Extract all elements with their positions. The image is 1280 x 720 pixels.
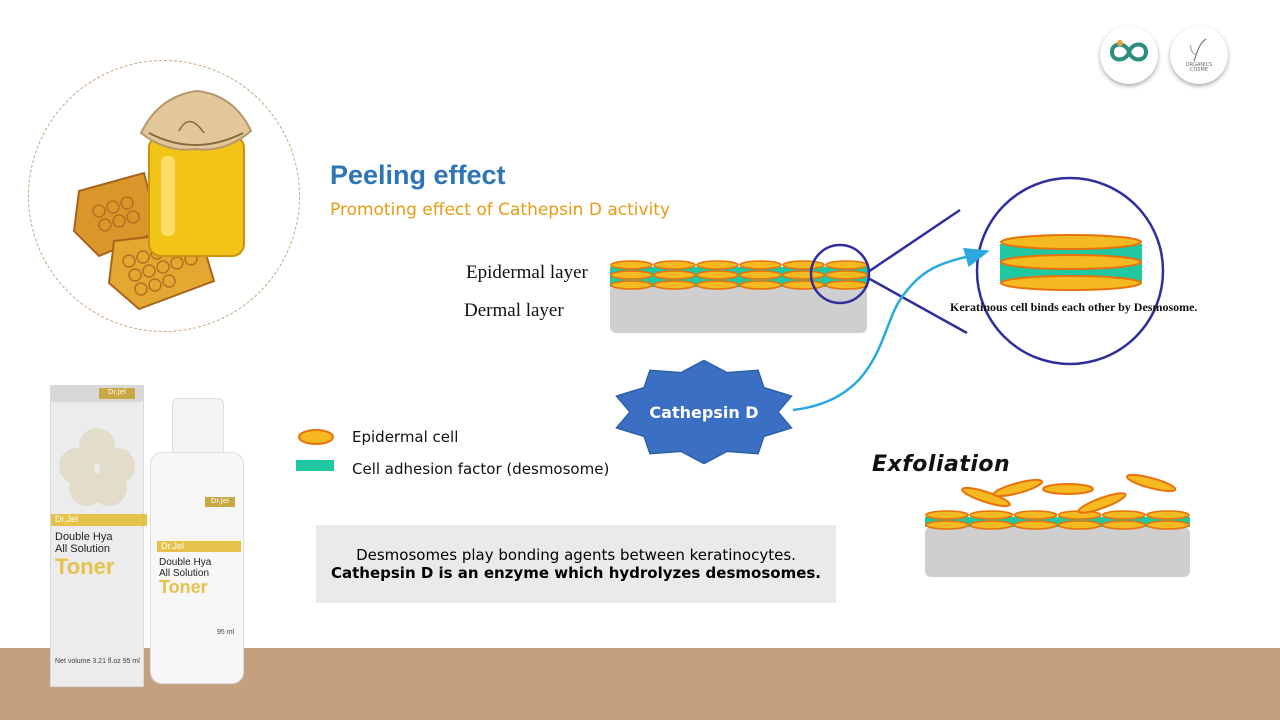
legend-adhesion-label: Cell adhesion factor (desmosome) bbox=[352, 460, 610, 478]
exfoliation-cell bbox=[925, 510, 969, 520]
epidermal-cell bbox=[696, 270, 739, 280]
page-subtitle: Promoting effect of Cathepsin D activity bbox=[330, 200, 671, 220]
epidermal-cell bbox=[739, 260, 782, 270]
bottle-product-name: Toner bbox=[159, 577, 208, 597]
exfoliation-cell bbox=[969, 510, 1014, 520]
box-brand-strip: Dr.Jel bbox=[51, 514, 147, 526]
epidermal-cell bbox=[782, 280, 825, 290]
epidermal-cell bbox=[782, 270, 825, 280]
exfoliation-label: Exfoliation bbox=[872, 452, 1011, 477]
epidermal-cell bbox=[825, 260, 868, 270]
epidermal-layer-label: Epidermal layer bbox=[466, 262, 588, 283]
epidermal-cell bbox=[739, 280, 782, 290]
exfoliation-cells bbox=[925, 510, 1190, 530]
epidermal-cell bbox=[610, 280, 653, 290]
zoom-cell-1 bbox=[1000, 234, 1142, 250]
flower-graphic bbox=[59, 428, 135, 506]
exfoliation-cell bbox=[1013, 520, 1058, 530]
exfoliation-cell bbox=[1101, 510, 1146, 520]
legend-cell-icon bbox=[298, 429, 334, 445]
epidermal-cell bbox=[782, 260, 825, 270]
box-line1: Double Hya bbox=[55, 531, 113, 543]
zoom-ring-small bbox=[809, 243, 871, 305]
box-brand-badge: Dr.Jel bbox=[99, 388, 135, 399]
caption-box: Desmosomes play bonding agents between k… bbox=[316, 525, 836, 603]
organics-cosme-logo: ORGANICS COSME bbox=[1170, 26, 1228, 84]
bottle-line2: All Solution bbox=[159, 568, 210, 579]
dermal-layer-label: Dermal layer bbox=[464, 300, 564, 321]
exfoliation-cell bbox=[969, 520, 1014, 530]
legend-desmosome-icon bbox=[296, 460, 334, 471]
product-box: Dr.Jel Dr.Jel Double Hya All Solution To… bbox=[50, 385, 147, 687]
epidermal-cell bbox=[825, 270, 868, 280]
enzyme-arrow bbox=[792, 247, 990, 412]
legend-cell-label: Epidermal cell bbox=[352, 428, 459, 446]
zoom-ring-large bbox=[975, 176, 1165, 366]
exfoliation-cell bbox=[1146, 520, 1190, 530]
zoom-cell-2 bbox=[1000, 254, 1142, 270]
exfoliated-cells bbox=[961, 473, 1177, 514]
epidermal-cell bbox=[610, 270, 653, 280]
exfoliation-cell bbox=[925, 520, 969, 530]
dermal-layer bbox=[610, 285, 867, 333]
exfoliation-cell bbox=[1146, 510, 1190, 520]
cathepsin-d-label: Cathepsin D bbox=[649, 403, 758, 422]
exfoliation-cell bbox=[1057, 520, 1102, 530]
zoom-line-top bbox=[867, 208, 961, 274]
cathepsin-d-shape: Cathepsin D bbox=[615, 359, 793, 465]
bottle-brand-badge: Dr.Jel bbox=[205, 497, 235, 507]
caption-line-2: Cathepsin D is an enzyme which hydrolyze… bbox=[330, 564, 821, 582]
epidermal-cell bbox=[653, 270, 696, 280]
epidermal-cell bbox=[653, 260, 696, 270]
exfoliation-desmosome-band bbox=[925, 517, 1190, 527]
epidermal-cell bbox=[610, 260, 653, 270]
epidermal-desmosome-band bbox=[610, 267, 868, 277]
exfoliation-dermal-layer bbox=[925, 527, 1190, 577]
epidermal-cell bbox=[696, 280, 739, 290]
box-volume: Net volume 3.21 fl.oz 95 ml bbox=[55, 658, 140, 665]
desmosome-note: Keratinous cell binds each other by Desm… bbox=[950, 300, 1198, 314]
epidermal-desmosome-band bbox=[610, 277, 868, 287]
box-line2: All Solution bbox=[55, 543, 111, 555]
bottle-brand-strip: Dr.Jel bbox=[157, 541, 241, 552]
epidermal-cell bbox=[825, 280, 868, 290]
epidermal-cell bbox=[739, 270, 782, 280]
honey-jar bbox=[139, 89, 253, 257]
epidermal-cell bbox=[696, 260, 739, 270]
epidermal-cells bbox=[610, 260, 868, 290]
zoom-cell-3 bbox=[1000, 275, 1142, 291]
caption-line-1: Desmosomes play bonding agents between k… bbox=[356, 546, 796, 564]
zoom-line-bottom bbox=[867, 276, 968, 335]
bottle-line1: Double Hya bbox=[159, 557, 212, 568]
organics-text: ORGANICS bbox=[1185, 61, 1213, 68]
box-product-name: Toner bbox=[55, 554, 115, 579]
honey-image bbox=[28, 60, 300, 332]
page-title: Peeling effect bbox=[330, 160, 506, 190]
bottle-cap bbox=[172, 398, 224, 460]
bottle-volume: 95 ml bbox=[217, 629, 235, 636]
product-bottle: Dr.Jel Dr.Jel Double Hya All Solution To… bbox=[150, 452, 244, 684]
brand-logo-left bbox=[1100, 26, 1158, 84]
exfoliation-cell bbox=[1013, 510, 1058, 520]
epidermal-cell bbox=[653, 280, 696, 290]
exfoliation-cell bbox=[1101, 520, 1146, 530]
cosme-text: COSME bbox=[1189, 67, 1209, 73]
